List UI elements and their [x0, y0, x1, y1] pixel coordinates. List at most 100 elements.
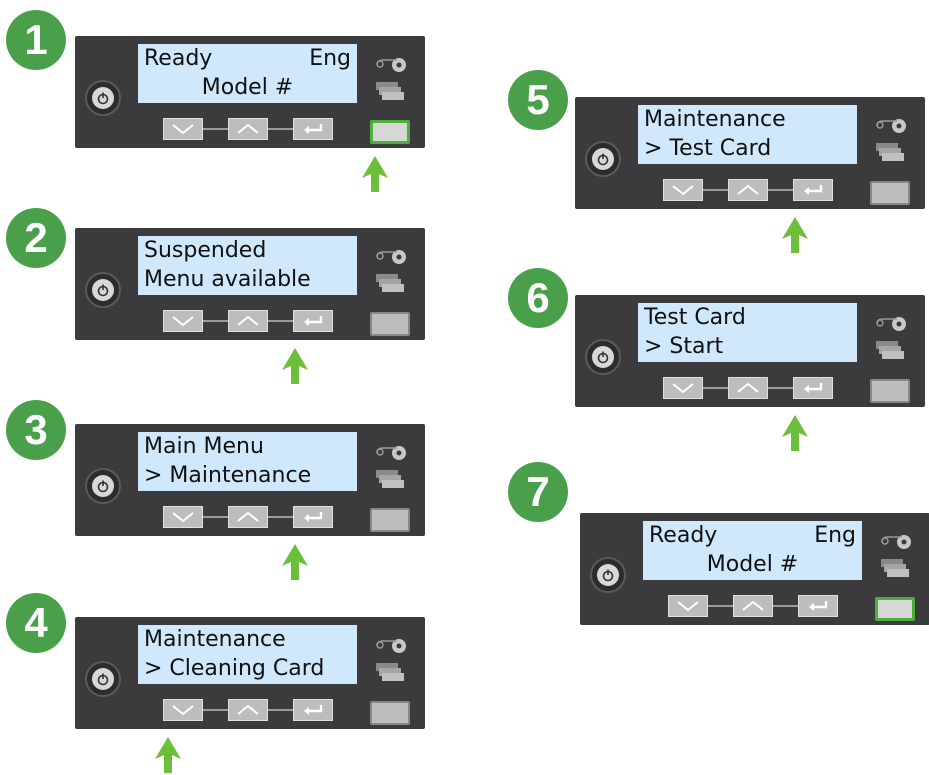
power-icon: [92, 279, 114, 301]
down-button[interactable]: [663, 179, 703, 201]
enter-button[interactable]: [293, 699, 333, 721]
lcd-line-1: Main Menu: [144, 432, 351, 461]
power-button[interactable]: [585, 339, 621, 375]
up-button[interactable]: [228, 310, 268, 332]
ribbon-icon: [876, 317, 906, 331]
navigation-buttons: [163, 310, 333, 332]
enter-icon: [304, 316, 323, 326]
cards-icon: [881, 559, 909, 577]
up-button[interactable]: [733, 595, 773, 617]
lcd-display: Maintenance > Test Card: [638, 105, 857, 164]
lcd-display: Maintenance > Cleaning Card: [138, 625, 357, 684]
step-number-badge: 2: [6, 208, 66, 268]
enter-button[interactable]: [793, 179, 833, 201]
power-icon: [92, 475, 114, 497]
lcd-line-2: Menu available: [144, 265, 351, 294]
step-number-badge: 4: [6, 593, 66, 653]
lcd-line-2-text: Menu available: [144, 267, 311, 292]
pointer-arrow-icon: [782, 415, 808, 451]
up-button[interactable]: [228, 699, 268, 721]
lcd-line-2-text: > Start: [644, 334, 724, 359]
ribbon-icon: [376, 250, 406, 264]
status-button[interactable]: [370, 312, 410, 336]
power-button[interactable]: [85, 80, 121, 116]
up-button[interactable]: [728, 377, 768, 399]
lcd-line-1-left: Main Menu: [144, 434, 264, 459]
up-button[interactable]: [228, 118, 268, 140]
enter-button[interactable]: [798, 595, 838, 617]
lcd-line-2: > Start: [644, 332, 851, 361]
down-button[interactable]: [163, 699, 203, 721]
up-arrow-icon: [237, 123, 259, 134]
down-button[interactable]: [668, 595, 708, 617]
lcd-line-2: > Test Card: [644, 134, 851, 163]
power-button[interactable]: [590, 557, 626, 593]
status-button[interactable]: [370, 701, 410, 725]
printer-control-panel: Test Card > Start: [575, 295, 925, 407]
lcd-line-2: Model #: [649, 550, 856, 579]
enter-button[interactable]: [293, 310, 333, 332]
down-button[interactable]: [663, 377, 703, 399]
lcd-line-1: Ready Eng: [144, 44, 351, 73]
navigation-buttons: [163, 506, 333, 528]
enter-button[interactable]: [293, 118, 333, 140]
enter-icon: [804, 185, 823, 195]
step-number-badge: 3: [6, 400, 66, 460]
down-button[interactable]: [163, 506, 203, 528]
lcd-line-1: Maintenance: [144, 625, 351, 654]
lcd-line-1: Test Card: [644, 303, 851, 332]
ribbon-icon: [876, 119, 906, 133]
status-button[interactable]: [370, 508, 410, 532]
power-button[interactable]: [85, 661, 121, 697]
enter-button[interactable]: [293, 506, 333, 528]
printer-control-panel: Ready Eng Model #: [75, 36, 425, 148]
up-arrow-icon: [737, 184, 759, 195]
status-button[interactable]: [870, 181, 910, 205]
step-number-badge: 1: [6, 10, 66, 70]
up-arrow-icon: [737, 382, 759, 393]
down-arrow-icon: [672, 185, 694, 196]
power-icon: [592, 148, 614, 170]
up-button[interactable]: [228, 506, 268, 528]
navigation-buttons: [663, 179, 833, 201]
pointer-arrow-icon: [362, 156, 388, 192]
cards-icon: [876, 341, 904, 359]
lcd-line-2-text: > Cleaning Card: [144, 656, 325, 681]
lcd-display: Ready Eng Model #: [138, 44, 357, 103]
cards-icon: [376, 82, 404, 100]
enter-button[interactable]: [793, 377, 833, 399]
pointer-arrow-icon: [282, 348, 308, 384]
down-button[interactable]: [163, 310, 203, 332]
lcd-line-2: > Maintenance: [144, 461, 351, 490]
power-button[interactable]: [585, 141, 621, 177]
lcd-line-2-text: Model #: [706, 552, 799, 577]
cards-icon: [876, 143, 904, 161]
power-button[interactable]: [85, 272, 121, 308]
cards-icon: [376, 470, 404, 488]
navigation-buttons: [163, 118, 333, 140]
up-button[interactable]: [728, 179, 768, 201]
up-arrow-icon: [237, 315, 259, 326]
ribbon-icon: [881, 535, 911, 549]
step-number-badge: 6: [508, 268, 568, 328]
power-icon: [92, 668, 114, 690]
status-button[interactable]: [870, 379, 910, 403]
lcd-line-1-right: Eng: [309, 46, 351, 71]
power-icon: [592, 346, 614, 368]
status-button[interactable]: [370, 120, 410, 144]
lcd-display: Test Card > Start: [638, 303, 857, 362]
enter-icon: [809, 601, 828, 611]
lcd-line-1-left: Maintenance: [144, 627, 286, 652]
step-number-badge: 5: [508, 70, 568, 130]
lcd-line-2-text: > Test Card: [644, 136, 772, 161]
navigation-buttons: [163, 699, 333, 721]
printer-control-panel: Ready Eng Model #: [580, 513, 929, 625]
lcd-line-1-left: Ready: [649, 523, 718, 548]
down-arrow-icon: [172, 316, 194, 327]
lcd-line-2: > Cleaning Card: [144, 654, 351, 683]
power-button[interactable]: [85, 468, 121, 504]
down-arrow-icon: [172, 124, 194, 135]
status-button[interactable]: [875, 597, 915, 621]
enter-icon: [804, 383, 823, 393]
down-button[interactable]: [163, 118, 203, 140]
